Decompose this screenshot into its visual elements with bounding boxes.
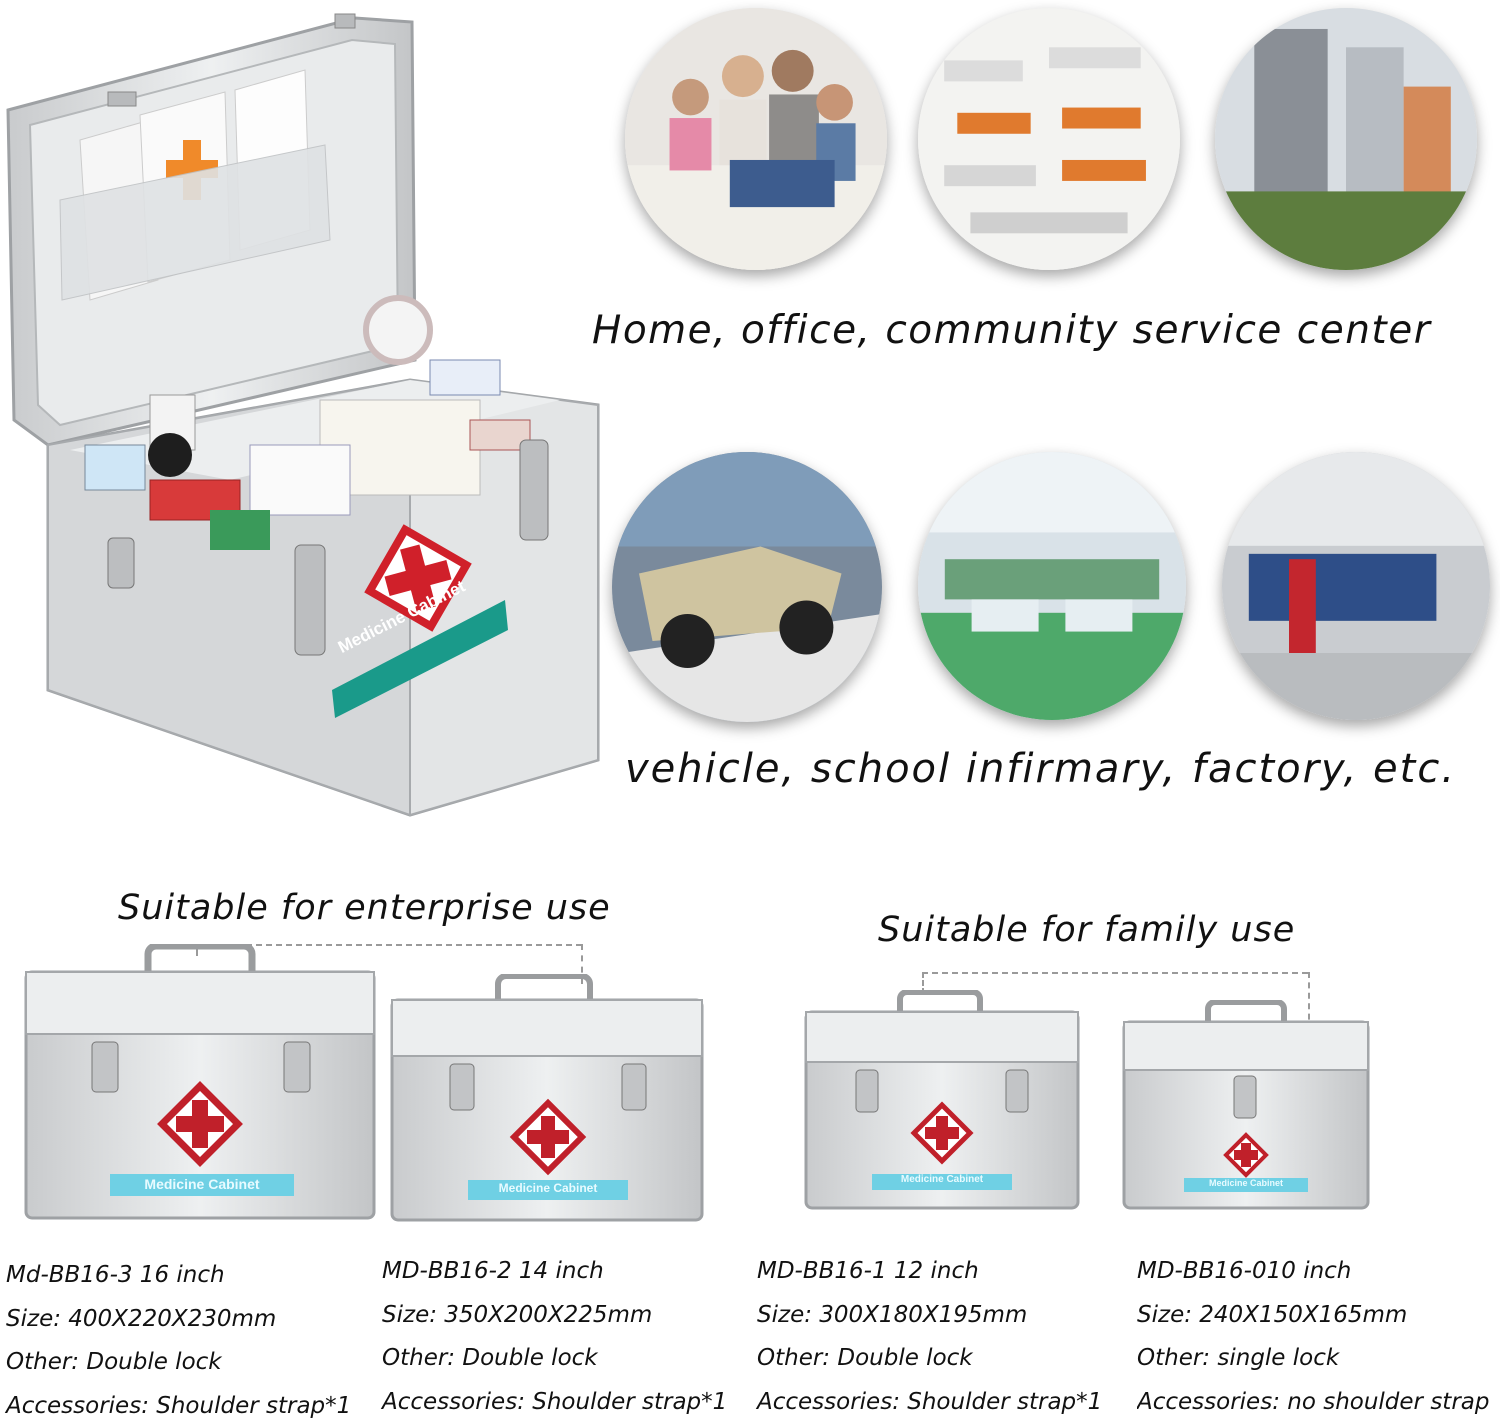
product-model: MD-BB16-010 inch <box>1137 1250 1500 1294</box>
scene-school-infirmary-image <box>918 452 1186 720</box>
scenario-caption-line1: Home, office, community service center <box>592 308 1431 353</box>
scenario-caption-line2: vehicle, school infirmary, factory, etc. <box>625 746 1456 792</box>
product-box-label: Medicine Cabinet <box>110 1176 294 1192</box>
product-size: Size: 350X200X225mm <box>382 1294 727 1338</box>
scene-vehicle-image <box>612 452 882 722</box>
product-model: MD-BB16-1 12 inch <box>757 1250 1102 1294</box>
product-box-label: Medicine Cabinet <box>1184 1178 1308 1188</box>
product-accessories: Accessories: Shoulder strap*1 <box>6 1385 351 1428</box>
product-accessories: Accessories: Shoulder strap*1 <box>382 1381 727 1425</box>
product-spec-10inch: MD-BB16-010 inch Size: 240X150X165mm Oth… <box>1137 1250 1500 1424</box>
product-box-label: Medicine Cabinet <box>872 1174 1012 1185</box>
product-box-12inch: Medicine Cabinet <box>802 990 1082 1212</box>
product-lock: Other: single lock <box>1137 1337 1500 1381</box>
product-spec-16inch: Md-BB16-3 16 inch Size: 400X220X230mm Ot… <box>6 1254 351 1428</box>
product-box-14inch: Medicine Cabinet <box>388 974 706 1224</box>
scene-office-image <box>918 8 1180 270</box>
product-lock: Other: Double lock <box>757 1337 1102 1381</box>
scene-factory-image <box>1222 452 1490 720</box>
family-bracket <box>922 972 1308 974</box>
product-size: Size: 240X150X165mm <box>1137 1294 1500 1338</box>
product-model: Md-BB16-3 16 inch <box>6 1254 351 1298</box>
product-box-16inch: Medicine Cabinet <box>22 944 378 1222</box>
product-size: Size: 400X220X230mm <box>6 1298 351 1342</box>
scene-family-image <box>625 8 887 270</box>
product-spec-14inch: MD-BB16-2 14 inch Size: 350X200X225mm Ot… <box>382 1250 727 1424</box>
product-accessories: Accessories: Shoulder strap*1 <box>757 1381 1102 1425</box>
product-lock: Other: Double lock <box>382 1337 727 1381</box>
product-box-label: Medicine Cabinet <box>468 1181 628 1195</box>
main-medicine-box-image: Medicine Cabinet <box>0 0 600 820</box>
product-accessories: Accessories: no shoulder strap <box>1137 1381 1500 1425</box>
group-heading-family: Suitable for family use <box>878 910 1295 950</box>
scene-community-building-image <box>1215 8 1477 270</box>
product-lock: Other: Double lock <box>6 1341 351 1385</box>
product-size: Size: 300X180X195mm <box>757 1294 1102 1338</box>
group-heading-enterprise: Suitable for enterprise use <box>118 888 611 928</box>
product-model: MD-BB16-2 14 inch <box>382 1250 727 1294</box>
product-box-10inch: Medicine Cabinet <box>1120 1000 1372 1212</box>
product-spec-12inch: MD-BB16-1 12 inch Size: 300X180X195mm Ot… <box>757 1250 1102 1424</box>
